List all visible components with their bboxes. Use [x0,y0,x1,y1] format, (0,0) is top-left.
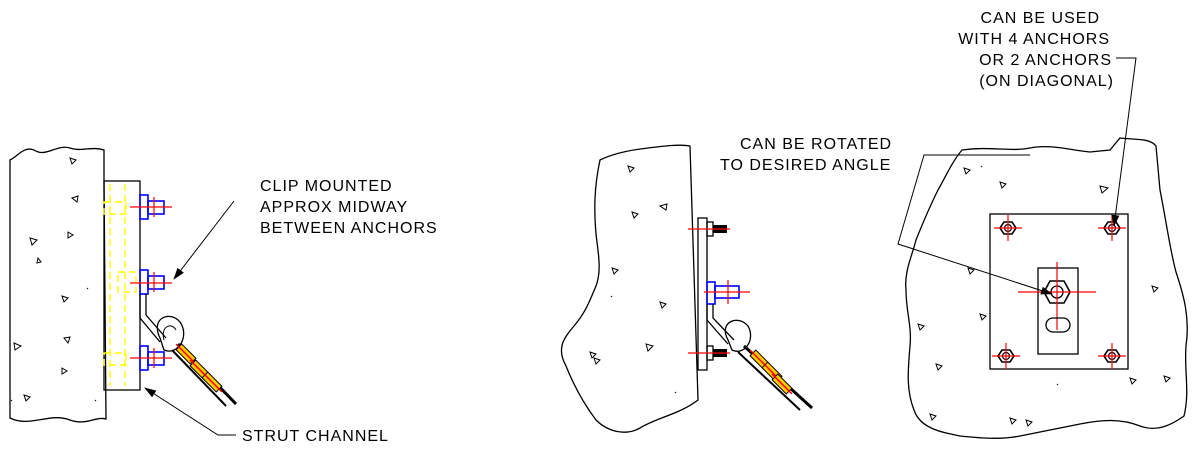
note-rotate: CAN BE ROTATED TO DESIRED ANGLE [720,136,892,174]
clip-leader [173,200,235,280]
anchor-bolt-top-side [688,221,730,237]
note-clip-line-3: BETWEEN ANCHORS [260,220,438,237]
strut-leader [144,387,236,436]
note-anchors-line-1: CAN BE USED [981,10,1100,27]
anchor-nut-top-right [1098,215,1126,241]
rotate-leader [897,154,1053,295]
cable-clamps-side [749,349,793,395]
note-clip-line-1: CLIP MOUNTED [260,178,393,195]
concrete-aggregate-right [917,165,1171,427]
anchor-bolt-bottom-side [688,345,730,361]
clip-bolt-middle [130,269,172,295]
note-clip: CLIP MOUNTED APPROX MIDWAY BETWEEN ANCHO… [260,178,438,237]
anchor-bolt-top [130,194,172,220]
clip-bracket-side [706,304,735,345]
note-anchors-line-2: WITH 4 ANCHORS [958,31,1110,48]
anchor-nut-bottom-right [1098,343,1126,369]
cable-clamps [175,343,223,393]
anchor-nut-bottom-left [992,343,1020,369]
note-clip-line-2: APPROX MIDWAY [260,199,408,216]
anchor-nut-top-left [994,215,1022,241]
note-rotate-line-2: TO DESIRED ANGLE [720,157,891,174]
clip-center-nut [1018,262,1096,330]
concrete-block-right [905,137,1188,439]
note-anchors-line-4: (ON DIAGONAL) [979,73,1114,90]
clip-bracket [139,294,167,343]
concrete-block-middle [560,144,699,433]
clip-slot [1045,317,1071,333]
concrete-aggregate-left [10,157,97,402]
clip-bolt-side [704,280,750,305]
concrete-aggregate-middle [589,165,677,394]
clip-front [1037,267,1079,355]
note-anchors-line-3: OR 2 ANCHORS [979,52,1112,69]
view-rotated-side [560,144,814,433]
note-anchors: CAN BE USED WITH 4 ANCHORS OR 2 ANCHORS … [958,10,1114,90]
cable-eye-side [724,319,752,352]
view-plate-front [897,57,1188,439]
view-strut-side [9,146,238,436]
anchor-bolt-bottom [130,345,172,371]
anchors-leader [1111,57,1137,227]
note-strut-channel: STRUT CHANNEL [242,428,389,445]
base-plate-front [989,213,1129,370]
concrete-wall-left [9,146,107,423]
note-rotate-line-1: CAN BE ROTATED [740,136,892,153]
strut-hidden-lines [103,184,137,386]
base-plate-side [697,217,708,371]
